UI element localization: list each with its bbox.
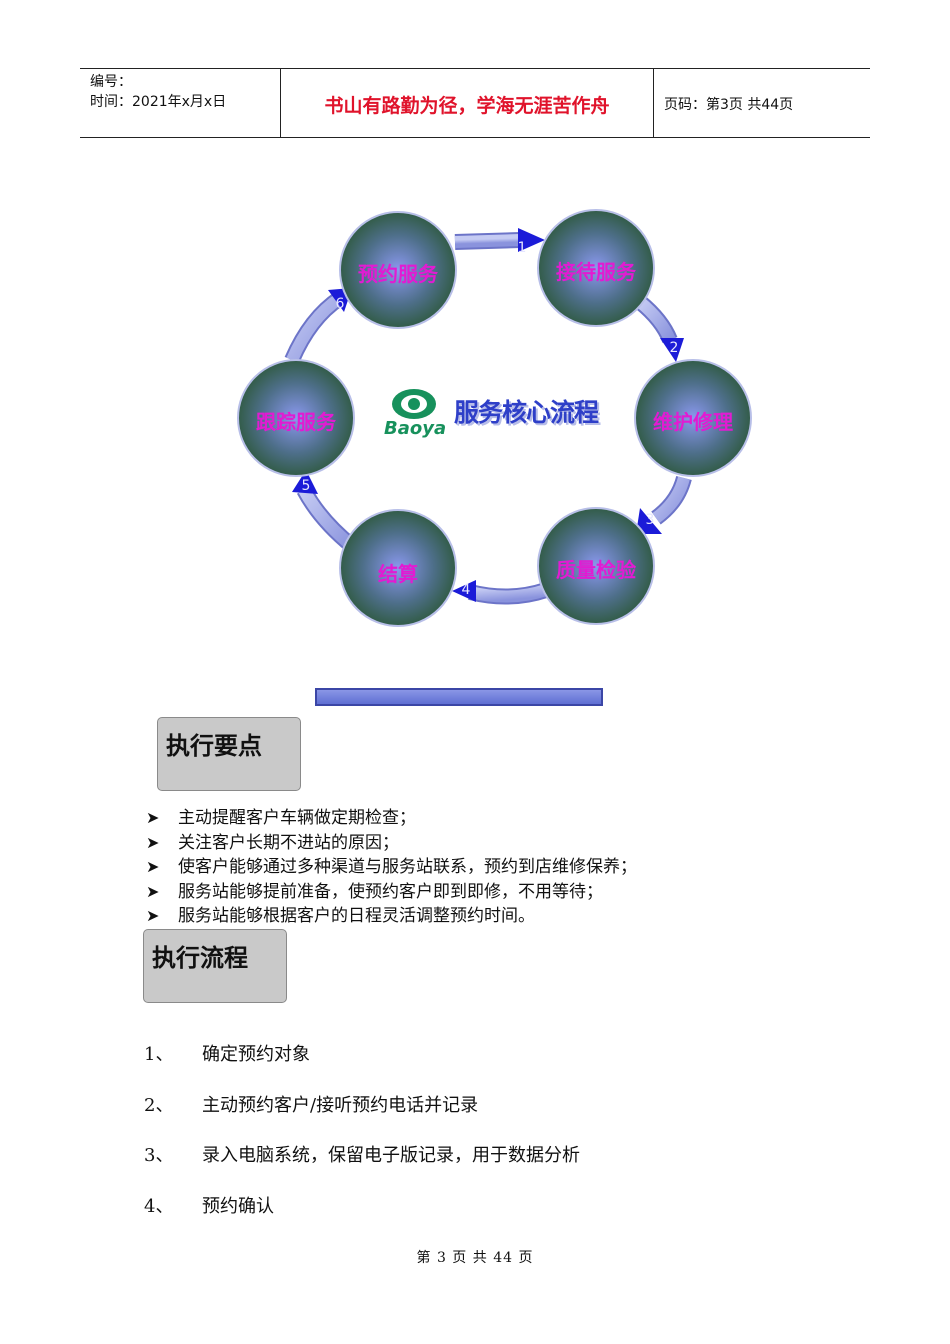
node-circle-reservation xyxy=(339,211,457,329)
step-number-4: 4 xyxy=(461,582,471,598)
step-text: 录入电脑系统，保留电子版记录，用于数据分析 xyxy=(202,1145,580,1166)
step-number-3: 3 xyxy=(645,512,655,528)
list-item-text: 使客户能够通过多种渠道与服务站联系，预约到店维修保养； xyxy=(178,857,637,877)
arrow-1 xyxy=(454,228,545,252)
arrow-bullet-icon: ➤ xyxy=(146,832,160,852)
arrow-4 xyxy=(452,580,549,605)
list-item-text: 服务站能够根据客户的日程灵活调整预约时间。 xyxy=(178,906,535,926)
step-index: 3、 xyxy=(144,1145,174,1166)
step-number-2: 2 xyxy=(669,340,679,356)
arrow-bullet-icon: ➤ xyxy=(146,881,160,901)
page-info: 页码：第3页 共44页 xyxy=(664,97,794,113)
node-circle-reception xyxy=(537,209,655,327)
process-steps-list: 1、 确定预约对象 2、 主动预约客户/接听预约电话并记录 3、 录入电脑系统，保留电… xyxy=(144,1042,844,1244)
number-label: 编号： xyxy=(90,74,132,90)
center-title: 服务核心流程 xyxy=(454,398,599,427)
step-index: 2、 xyxy=(144,1094,174,1116)
motto: 书山有路勤为径，学海无涯苦作舟 xyxy=(324,95,610,117)
cycle-graphic xyxy=(237,209,752,627)
header-meta-cell: 编号： 时间：2021年x月x日 xyxy=(80,69,281,137)
step-index: 4、 xyxy=(144,1195,174,1217)
arrow-bullet-icon: ➤ xyxy=(146,857,160,876)
logo-brand: Baoya xyxy=(384,418,447,439)
arrow-3 xyxy=(636,475,692,534)
node-circle-settlement xyxy=(339,509,457,627)
list-item: ➤ 主动提醒客户车辆做定期检查； xyxy=(146,806,846,831)
node-circle-inspection xyxy=(537,507,655,625)
step-number-1: 1 xyxy=(517,240,527,256)
node-label-followup: 跟踪服务 xyxy=(256,410,336,434)
list-item: ➤ 关注客户长期不进站的原因； xyxy=(146,831,846,856)
node-label-reservation: 预约服务 xyxy=(358,262,438,286)
step-index: 1、 xyxy=(144,1044,174,1065)
header-motto-cell: 书山有路勤为径，学海无涯苦作舟 xyxy=(281,69,654,137)
node-circle-repair xyxy=(634,359,752,477)
node-label-repair: 维护修理 xyxy=(653,410,733,434)
list-item: 3、 录入电脑系统，保留电子版记录，用于数据分析 xyxy=(144,1143,844,1194)
list-item: 1、 确定预约对象 xyxy=(144,1042,844,1093)
page-footer: 第 3 页 共 44 页 xyxy=(416,1250,534,1266)
list-item: 4、 预约确认 xyxy=(144,1194,844,1245)
arrow-6 xyxy=(284,288,352,364)
list-item-text: 服务站能够提前准备，使预约客户即到即修，不用等待； xyxy=(178,881,603,902)
node-label-settlement: 结算 xyxy=(378,562,418,586)
page-header: 编号： 时间：2021年x月x日 书山有路勤为径，学海无涯苦作舟 页码：第3页 … xyxy=(80,68,870,138)
list-item-text: 关注客户长期不进站的原因； xyxy=(178,832,399,853)
step-number-6: 6 xyxy=(335,296,345,312)
step-text: 主动预约客户/接听预约电话并记录 xyxy=(202,1094,479,1116)
list-item: 2、 主动预约客户/接听预约电话并记录 xyxy=(144,1093,844,1144)
section-heading-box-key-points: 执行要点 xyxy=(157,717,301,791)
list-item: ➤ 服务站能够根据客户的日程灵活调整预约时间。 xyxy=(146,904,846,929)
baoya-logo-icon xyxy=(392,389,436,419)
service-cycle-diagram: Baoya 服务核心流程 预约服务 接待服务 维护修理 质量检验 结算 跟踪服务… xyxy=(0,190,950,650)
list-item: ➤ 使客户能够通过多种渠道与服务站联系，预约到店维修保养； xyxy=(146,855,846,880)
key-points-list: ➤ 主动提醒客户车辆做定期检查； ➤ 关注客户长期不进站的原因； ➤ 使客户能够通过多… xyxy=(146,806,846,929)
section-title-process: 执行流程 xyxy=(152,944,248,972)
list-item-text: 主动提醒客户车辆做定期检查； xyxy=(178,808,416,828)
step-number-5: 5 xyxy=(301,478,311,494)
section-heading-box-process: 执行流程 xyxy=(143,929,287,1003)
time-label: 时间：2021年x月x日 xyxy=(90,94,227,110)
decorative-bar xyxy=(315,688,603,706)
node-circle-followup xyxy=(237,359,355,477)
step-text: 确定预约对象 xyxy=(202,1044,310,1065)
node-label-reception: 接待服务 xyxy=(556,260,636,284)
arrow-bullet-icon: ➤ xyxy=(146,906,160,925)
node-label-inspection: 质量检验 xyxy=(556,558,636,582)
header-page-cell: 页码：第3页 共44页 xyxy=(654,69,870,137)
arrow-bullet-icon: ➤ xyxy=(146,808,160,827)
step-text: 预约确认 xyxy=(202,1195,274,1217)
arrow-2 xyxy=(634,295,684,362)
list-item: ➤ 服务站能够提前准备，使预约客户即到即修，不用等待； xyxy=(146,880,846,905)
section-title-key-points: 执行要点 xyxy=(166,732,262,760)
